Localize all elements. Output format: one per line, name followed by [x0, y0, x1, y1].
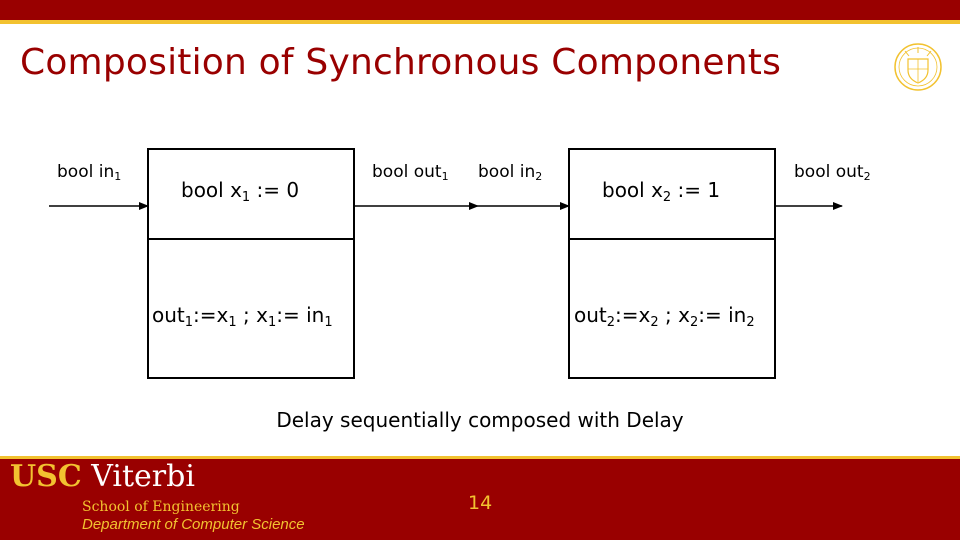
department-name: Department of Computer Science: [82, 516, 305, 533]
page-number: 14: [468, 492, 493, 514]
top-banner: [0, 0, 960, 20]
footer-banner: [0, 456, 960, 540]
slide-title: Composition of Synchronous Components: [20, 42, 782, 83]
component2-update-box: [568, 238, 776, 379]
between-out-label: bool out1: [372, 162, 449, 183]
input1-label: bool in1: [57, 162, 122, 183]
school-name: School of Engineering: [82, 499, 240, 515]
usc-viterbi-logo: USC Viterbi: [10, 459, 195, 494]
component2-update-text: out2:=x2 ; x2:= in2: [574, 303, 755, 330]
component1-update-text: out1:=x1 ; x1:= in1: [152, 303, 333, 330]
component1-update-box: [147, 238, 355, 379]
component2-state-text: bool x2 := 1: [602, 178, 721, 205]
component1-state-text: bool x1 := 0: [181, 178, 300, 205]
between-in-label: bool in2: [478, 162, 543, 183]
usc-seal-icon: [894, 43, 942, 91]
top-accent-line: [0, 20, 960, 24]
diagram-caption: Delay sequentially composed with Delay: [276, 408, 684, 432]
footer-accent-line: [0, 456, 960, 459]
output2-label: bool out2: [794, 162, 871, 183]
